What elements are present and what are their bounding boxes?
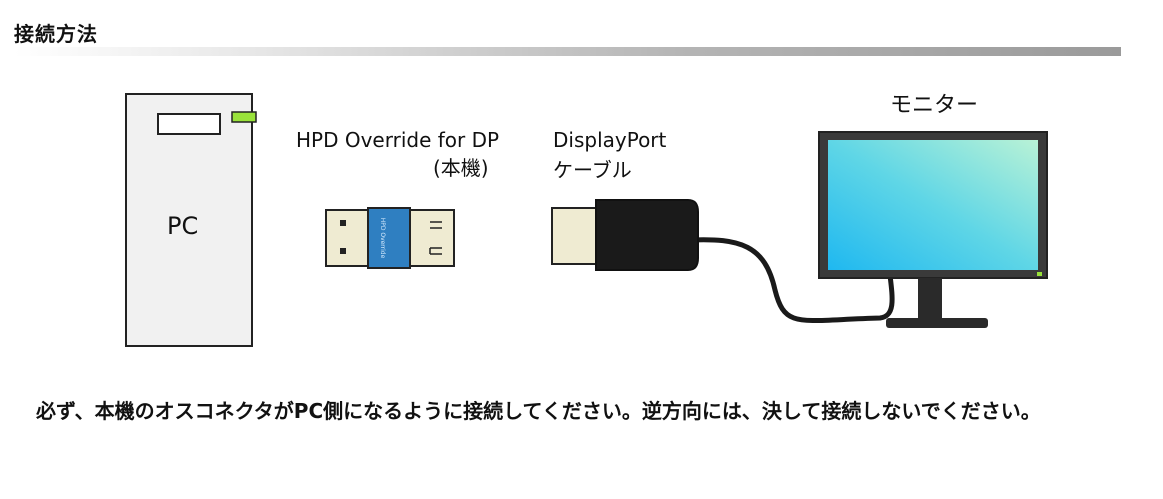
monitor-neck xyxy=(918,278,942,318)
adapter-pin xyxy=(340,248,346,254)
adapter-male-plug xyxy=(325,209,373,267)
cable-plug-housing xyxy=(595,199,699,271)
monitor xyxy=(818,131,1048,328)
pc-tower xyxy=(125,93,257,347)
pc-led xyxy=(231,111,257,123)
cable-label-line2: ケーブル xyxy=(553,158,632,182)
pc-case xyxy=(125,93,253,347)
adapter-pin xyxy=(340,220,346,226)
adapter-socket-slot xyxy=(429,221,442,255)
section-title: 接続方法 xyxy=(14,22,98,46)
monitor-led xyxy=(1037,272,1042,276)
adapter-label-line2: (本機) xyxy=(433,156,489,180)
pc-label: PC xyxy=(167,212,199,240)
displayport-cable xyxy=(551,199,895,324)
title-rule xyxy=(14,47,1121,56)
adapter-female-socket xyxy=(409,209,455,267)
monitor-label: モニター xyxy=(890,93,979,118)
adapter-body-text: HPD Override xyxy=(379,218,386,259)
cable-wire xyxy=(689,237,895,324)
monitor-base xyxy=(886,318,988,328)
warning-note: 必ず、本機のオスコネクタがPC側になるように接続してください。逆方向には、決して… xyxy=(36,399,1041,423)
pc-drive-bay xyxy=(157,113,221,135)
cable-label-line1: DisplayPort xyxy=(553,128,667,152)
cable-plug-tip xyxy=(551,207,599,265)
adapter-body xyxy=(367,207,411,269)
adapter-label-line1: HPD Override for DP xyxy=(296,128,500,152)
hpd-adapter: HPD Override xyxy=(325,207,455,269)
monitor-screen xyxy=(828,140,1038,270)
